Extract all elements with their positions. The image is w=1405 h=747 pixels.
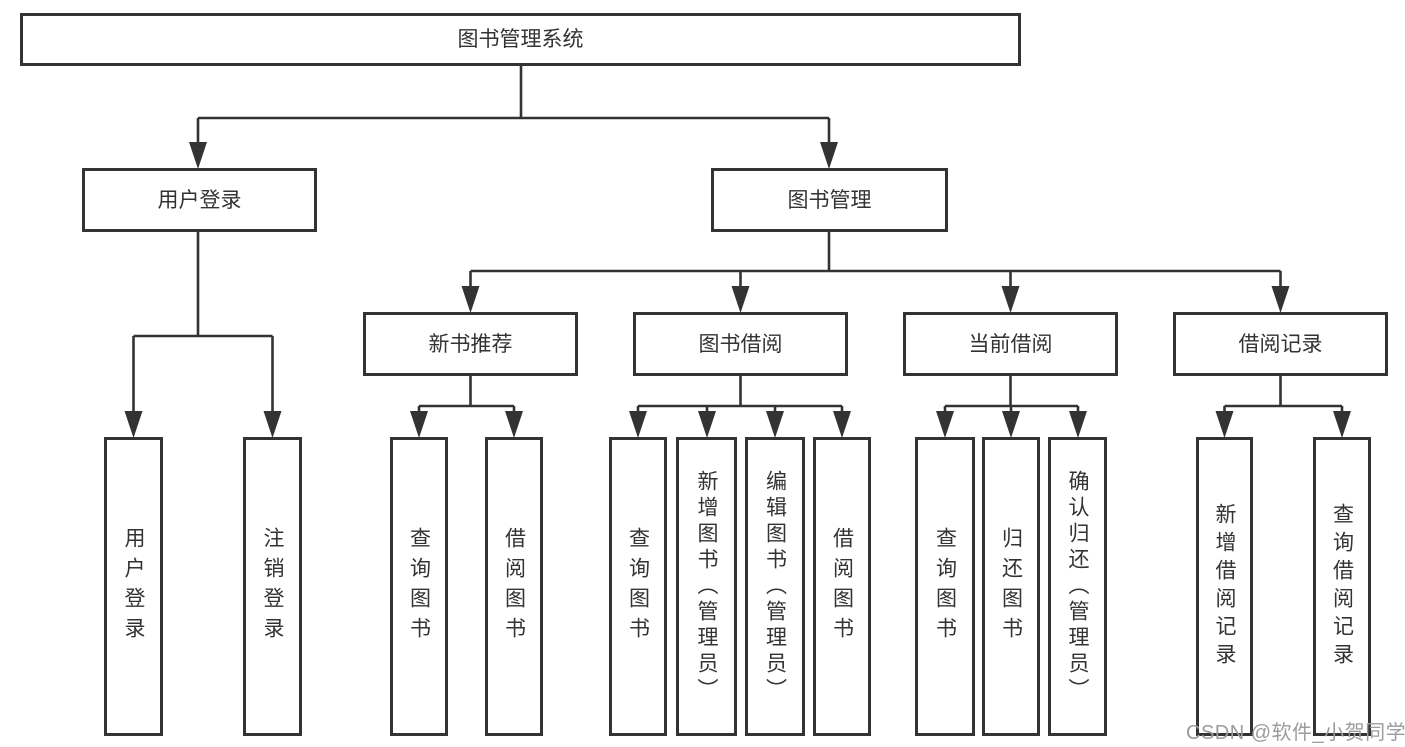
arrowhead-icons: [124, 142, 1351, 438]
node-return-book-label: 归还图书: [999, 526, 1023, 647]
node-query-book-1: 查询图书: [390, 437, 448, 736]
node-edit-book-admin: 编辑图书（管理员）: [745, 437, 805, 736]
node-borrow-book-2-label: 借阅图书: [830, 526, 854, 647]
node-borrow-book-2: 借阅图书: [813, 437, 871, 736]
node-add-borrow-record-label: 新增借阅记录: [1213, 502, 1236, 671]
node-add-borrow-record: 新增借阅记录: [1196, 437, 1253, 736]
node-add-book-admin-label: 新增图书（管理员）: [695, 469, 718, 704]
node-borrow-records: 借阅记录: [1173, 312, 1388, 376]
node-query-borrow-record: 查询借阅记录: [1313, 437, 1371, 736]
node-query-borrow-record-label: 查询借阅记录: [1330, 502, 1354, 671]
node-borrow-records-label: 借阅记录: [1238, 332, 1323, 356]
node-user-login-leaf-label: 用户登录: [122, 526, 145, 647]
node-logout: 注销登录: [243, 437, 302, 736]
node-new-book-recommend: 新书推荐: [363, 312, 578, 376]
node-book-management-label: 图书管理: [787, 188, 872, 212]
node-query-book-1-label: 查询图书: [407, 526, 431, 647]
node-logout-label: 注销登录: [261, 526, 284, 647]
node-edit-book-admin-label: 编辑图书（管理员）: [763, 469, 787, 704]
node-book-borrow-label: 图书借阅: [698, 332, 783, 356]
node-borrow-book-1-label: 借阅图书: [502, 526, 526, 647]
csdn-watermark: CSDN @软件_小贺同学: [1186, 722, 1405, 744]
node-add-book-admin: 新增图书（管理员）: [676, 437, 737, 736]
node-user-login-leaf: 用户登录: [104, 437, 163, 736]
node-current-borrow: 当前借阅: [903, 312, 1118, 376]
node-new-book-recommend-label: 新书推荐: [428, 332, 513, 356]
node-book-borrow: 图书借阅: [633, 312, 848, 376]
node-borrow-book-1: 借阅图书: [485, 437, 543, 736]
node-root-label: 图书管理系统: [457, 28, 584, 51]
node-user-login: 用户登录: [82, 168, 317, 232]
node-confirm-return-admin-label: 确认归还（管理员）: [1066, 469, 1089, 704]
node-current-borrow-label: 当前借阅: [968, 332, 1053, 356]
node-book-management: 图书管理: [711, 168, 948, 232]
node-query-book-2-label: 查询图书: [626, 526, 650, 647]
node-user-login-label: 用户登录: [157, 188, 242, 212]
node-root: 图书管理系统: [20, 13, 1021, 66]
node-query-book-3-label: 查询图书: [933, 526, 957, 647]
node-return-book: 归还图书: [982, 437, 1040, 736]
node-confirm-return-admin: 确认归还（管理员）: [1048, 437, 1107, 736]
node-query-book-3: 查询图书: [915, 437, 975, 736]
node-query-book-2: 查询图书: [609, 437, 667, 736]
